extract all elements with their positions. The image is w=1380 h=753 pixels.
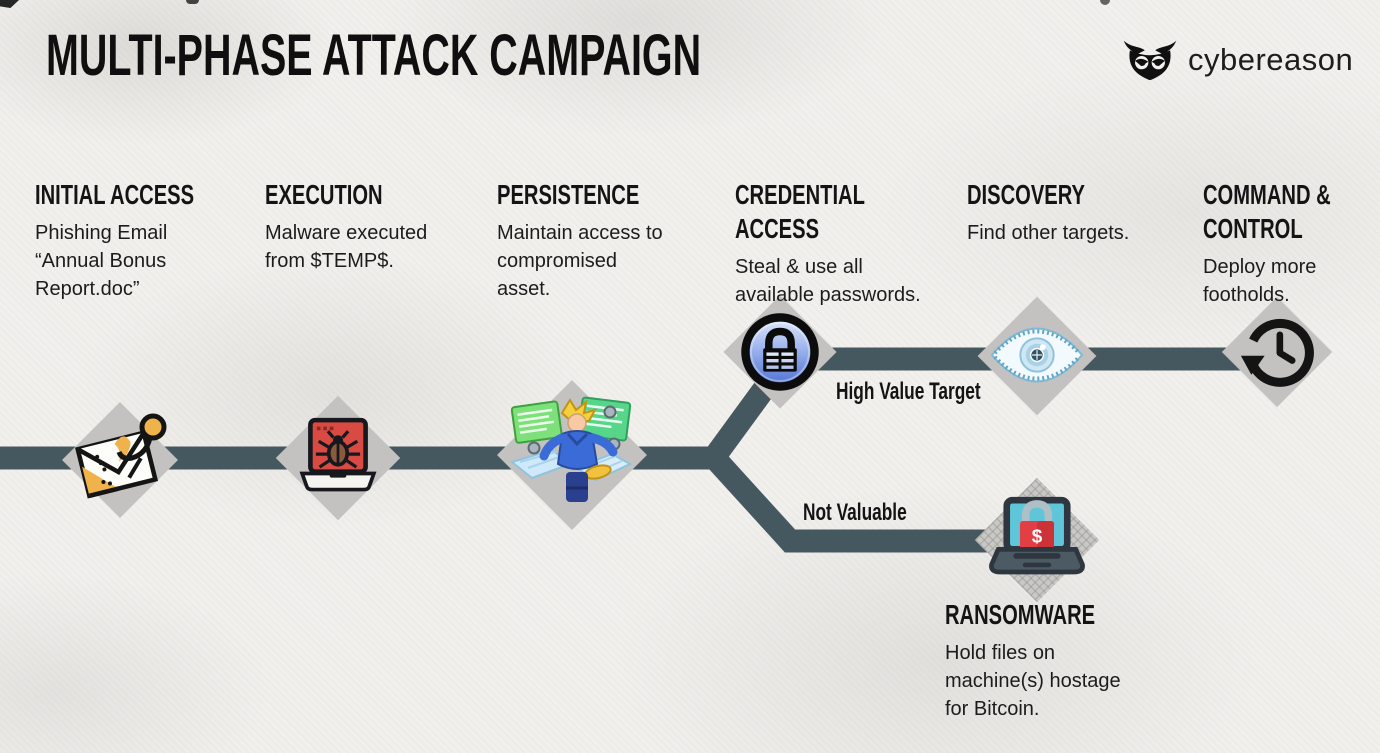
laptop-malware-bug-icon — [299, 417, 377, 492]
paper-speck — [1100, 0, 1110, 5]
phase-block-initial-access: INITIAL ACCESS Phishing Email “Annual Bo… — [35, 178, 265, 303]
phase-block-credential-access: CREDENTIAL ACCESS Steal & use all availa… — [735, 178, 975, 309]
phase-block-ransomware: RANSOMWARE Hold files on machine(s) host… — [945, 598, 1175, 723]
phase-title-initial-access: INITIAL ACCESS — [35, 179, 195, 210]
paper-speck — [186, 0, 199, 4]
phase-title-execution: EXECUTION — [265, 179, 383, 210]
hacker-character-icon — [510, 396, 633, 502]
phase-desc-credential-access: Steal & use all available passwords. — [735, 256, 921, 307]
not-valuable-branch-line — [701, 445, 1038, 553]
owl-icon — [1123, 40, 1177, 81]
phase-desc-persistence: Maintain access to compromised asset. — [497, 222, 663, 301]
phase-title-persistence: PERSISTENCE — [497, 179, 640, 210]
branch-label-high-value-target: High Value Target — [836, 378, 981, 405]
phase-block-execution: EXECUTION Malware executed from $TEMP$. — [265, 178, 495, 275]
phase-title-credential-access: CREDENTIAL ACCESS — [735, 179, 865, 245]
phase-desc-command-control: Deploy more footholds. — [1203, 256, 1317, 307]
brand-logo: cybereason — [1122, 38, 1353, 82]
svg-text:$: $ — [1032, 527, 1043, 548]
phase-block-command-control: COMMAND & CONTROL Deploy more footholds. — [1203, 178, 1380, 309]
eye-icon — [990, 327, 1084, 383]
phase-title-ransomware: RANSOMWARE — [945, 599, 1096, 630]
phase-title-discovery: DISCOVERY — [967, 179, 1086, 210]
brand-wordmark: cybereason — [1188, 42, 1354, 77]
phishing-envelope-hook-icon — [75, 413, 167, 499]
phase-title-command-control: COMMAND & CONTROL — [1203, 179, 1331, 245]
clock-history-icon — [1240, 319, 1314, 387]
phase-desc-execution: Malware executed from $TEMP$. — [265, 222, 428, 273]
branch-label-not-valuable: Not Valuable — [803, 499, 907, 526]
laptop-ransom-lock-icon: $ — [989, 496, 1085, 575]
phase-block-discovery: DISCOVERY Find other targets. — [967, 178, 1207, 247]
phase-desc-initial-access: Phishing Email “Annual Bonus Report.doc” — [35, 222, 168, 301]
page-title: MULTI-PHASE ATTACK CAMPAIGN — [46, 23, 702, 88]
phase-desc-discovery: Find other targets. — [967, 222, 1130, 245]
phase-desc-ransomware: Hold files on machine(s) hostage for Bit… — [945, 642, 1121, 721]
phase-block-persistence: PERSISTENCE Maintain access to compromis… — [497, 178, 727, 303]
keepass-padlock-icon — [741, 313, 819, 391]
paper-speck — [0, 0, 19, 8]
